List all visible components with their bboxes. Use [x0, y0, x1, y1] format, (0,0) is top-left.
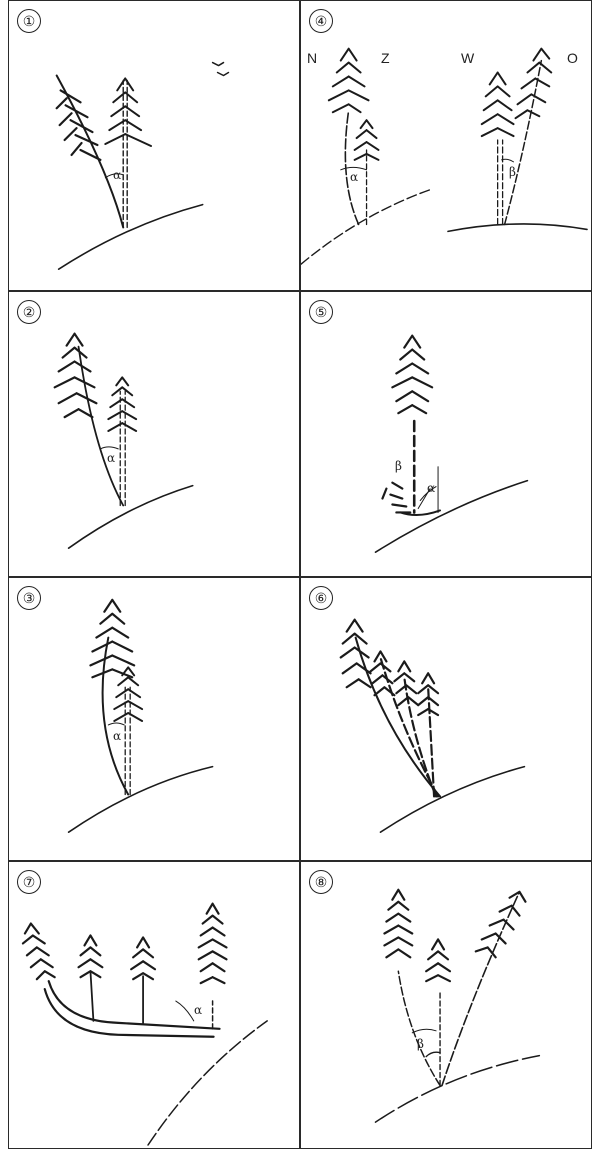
panel-2-drawing	[9, 292, 299, 576]
left-tree-crown	[384, 890, 412, 958]
fallen-crown	[382, 483, 410, 513]
upright-tree-crown	[108, 377, 136, 431]
right-leaning-trunk	[505, 61, 542, 225]
beta-label: β	[417, 1038, 424, 1050]
angle-arc	[108, 723, 124, 725]
hill-slope	[69, 486, 193, 549]
bent-tree-crown	[90, 600, 134, 677]
tree-crown	[392, 336, 432, 413]
panel-6: ⑥	[300, 577, 592, 861]
left-tree-crown	[329, 49, 369, 113]
angle-arc	[100, 447, 118, 449]
upright-tree-crown	[105, 78, 151, 146]
panel-7: ⑦ α	[8, 861, 300, 1149]
panel-5: ⑤ β α	[300, 291, 592, 577]
hill-slope	[148, 1021, 267, 1145]
panel-6-drawing	[301, 578, 591, 860]
tree-3-crown	[394, 661, 418, 705]
hill-slope	[59, 205, 203, 270]
alpha-label: α	[427, 482, 435, 494]
tree-1-trunk	[356, 638, 440, 797]
alpha-label: α	[194, 1004, 202, 1016]
tree-1-crown	[341, 620, 371, 688]
angle-arc-beta	[502, 159, 514, 162]
birds	[213, 63, 229, 76]
panel-5-drawing	[301, 292, 591, 576]
alpha-label: α	[113, 730, 121, 742]
hill-slope	[69, 767, 213, 833]
angle-arc-beta	[412, 1029, 436, 1033]
alpha-label: α	[350, 171, 358, 183]
shoot-4-crown	[199, 904, 227, 983]
right-group-crown-2	[516, 49, 552, 119]
bent-tree-crown	[55, 334, 97, 417]
hill-slope-left	[301, 190, 430, 264]
shoot-3-crown	[131, 937, 155, 979]
panel-3-drawing	[9, 578, 299, 860]
small-tree-crown	[355, 120, 379, 160]
panel-1-drawing	[9, 1, 299, 290]
hill-slope	[380, 767, 524, 833]
panel-3: ③ α	[8, 577, 300, 861]
panel-8: ⑧ β	[300, 861, 592, 1149]
shoot-2-stem	[90, 971, 93, 1021]
angle-arc	[176, 1001, 194, 1021]
shoot-2-crown	[79, 935, 103, 977]
hill-slope	[375, 1056, 539, 1123]
panel-2: ② α	[8, 291, 300, 577]
alpha-label: α	[113, 169, 121, 181]
panel-4-drawing	[301, 1, 591, 290]
shoot-1-crown	[23, 924, 55, 980]
panel-7-drawing	[9, 862, 299, 1148]
beta-label: β	[395, 460, 402, 472]
right-group-crown-1	[482, 73, 514, 137]
angle-arc-small	[426, 1052, 440, 1056]
left-tree-trunk	[398, 971, 440, 1085]
panel-1: ① α	[8, 0, 300, 291]
hill-slope	[375, 481, 527, 552]
alpha-label: α	[107, 452, 115, 464]
panel-4: ④ N Z W O α β	[300, 0, 592, 291]
hill-slope-right	[448, 224, 587, 231]
leaning-tree-trunk	[442, 892, 519, 1086]
center-tree-crown	[426, 939, 450, 981]
leaning-tree-crown	[476, 892, 526, 958]
panel-8-drawing	[301, 862, 591, 1148]
beta-label: β	[509, 166, 516, 178]
